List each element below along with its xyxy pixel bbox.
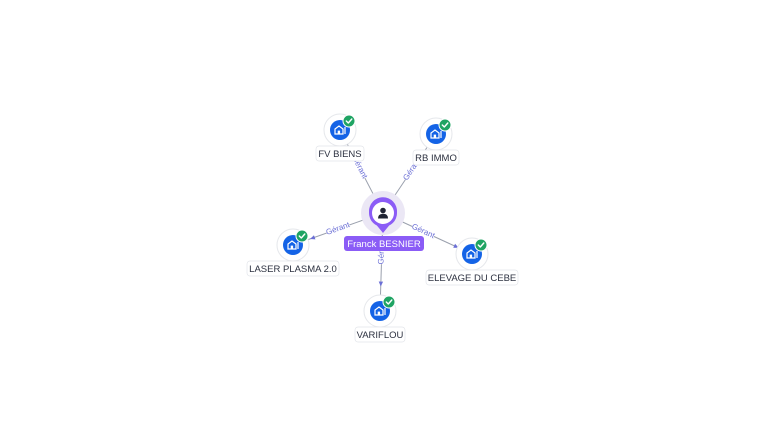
company-node-laser-plasma[interactable]: LASER PLASMA 2.0 — [246, 228, 340, 277]
company-label-background — [315, 145, 365, 162]
edge-relation-label: Gérant — [325, 220, 352, 237]
company-label-background — [425, 269, 519, 286]
building-icon — [374, 306, 386, 316]
building-icon — [334, 125, 346, 135]
check-badge-icon — [474, 238, 488, 252]
edge-arrow — [378, 281, 384, 287]
check-badge-icon — [382, 295, 396, 309]
company-node-rb-immo[interactable]: RB IMMO — [412, 117, 460, 166]
company-name-label: ELEVAGE DU CEBE — [428, 273, 517, 284]
company-node-variflou[interactable]: VARIFLOU — [354, 294, 406, 343]
company-name-label: RB IMMO — [415, 153, 457, 164]
company-label-background — [246, 260, 340, 277]
company-name-label: VARIFLOU — [357, 330, 404, 341]
center-person-node[interactable]: Franck BESNIER — [344, 191, 424, 251]
center-label-background — [344, 236, 424, 251]
center-name-label: Franck BESNIER — [347, 239, 421, 250]
company-label-background — [354, 326, 406, 343]
building-icon — [287, 240, 299, 250]
edge-label-background — [325, 220, 351, 236]
person-icon — [378, 207, 388, 219]
company-label-background — [412, 149, 460, 166]
company-node-elevage-du-cebe[interactable]: ELEVAGE DU CEBE — [425, 237, 519, 286]
check-badge-icon — [295, 229, 309, 243]
building-icon — [430, 129, 442, 139]
building-icon — [466, 249, 478, 259]
company-name-label: LASER PLASMA 2.0 — [249, 264, 337, 275]
check-badge-icon — [438, 118, 452, 132]
edge-relation-label: Gérant — [376, 239, 386, 264]
edge-label-background — [410, 221, 437, 240]
check-badge-icon — [342, 114, 356, 128]
company-node-fv-biens[interactable]: FV BIENS — [315, 113, 365, 162]
edge-arrow — [309, 235, 316, 240]
company-name-label: FV BIENS — [318, 149, 361, 160]
